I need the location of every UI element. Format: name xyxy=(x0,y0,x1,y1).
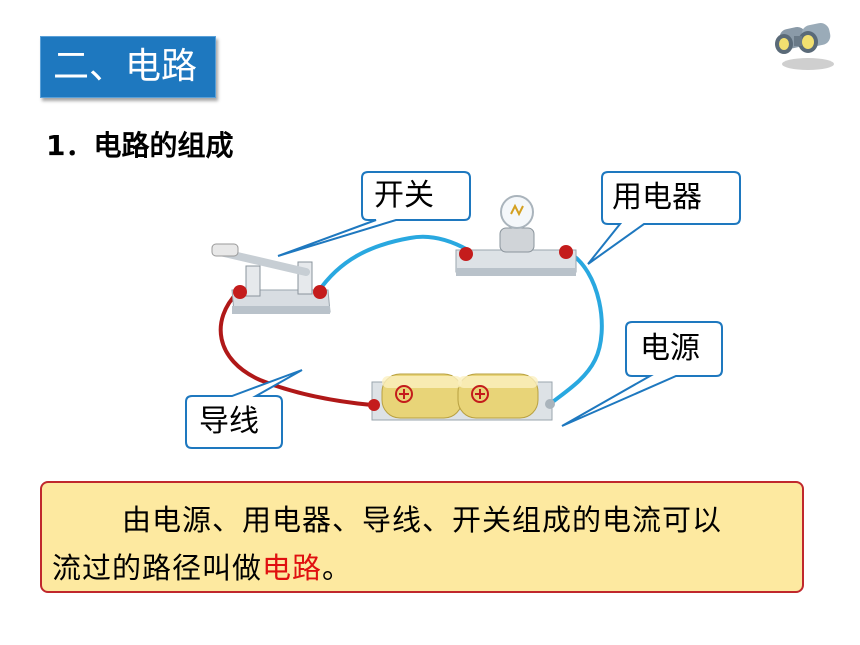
battery-component xyxy=(368,373,555,421)
definition-line-2-text: 流过的路径叫做 xyxy=(52,551,263,585)
subsection-title: 1．电路的组成 xyxy=(46,129,234,162)
definition-box: 由电源、用电器、导线、开关组成的电流可以 流过的路径叫做电路。 xyxy=(40,481,804,593)
definition-line-1: 由电源、用电器、导线、开关组成的电流可以 xyxy=(122,503,723,537)
callout-appliance xyxy=(587,171,741,265)
circuit-diagram xyxy=(185,171,741,449)
callout-switch-label: 开关 xyxy=(374,178,434,213)
wire-red xyxy=(218,290,373,407)
callout-switch xyxy=(277,171,471,257)
wire-blue-right xyxy=(548,250,604,406)
definition-line-2-end: 。 xyxy=(322,551,353,585)
plus-icon xyxy=(471,385,489,403)
wire-blue-top xyxy=(316,234,469,294)
definition-term: 电路 xyxy=(262,551,323,585)
callout-appliance-label: 用电器 xyxy=(612,180,702,215)
binoculars-icon xyxy=(775,23,834,70)
callout-wire-label: 导线 xyxy=(199,404,259,439)
section-title: 二、电路 xyxy=(53,46,198,87)
callout-wire xyxy=(185,369,303,449)
callout-power xyxy=(561,321,723,427)
definition-line-2: 流过的路径叫做电路。 xyxy=(52,545,352,587)
switch-component xyxy=(211,243,331,314)
plus-icon xyxy=(395,385,413,403)
lamp-component xyxy=(455,195,577,276)
callout-power-label: 电源 xyxy=(640,331,700,366)
section-title-box: 二、电路 xyxy=(40,36,216,98)
